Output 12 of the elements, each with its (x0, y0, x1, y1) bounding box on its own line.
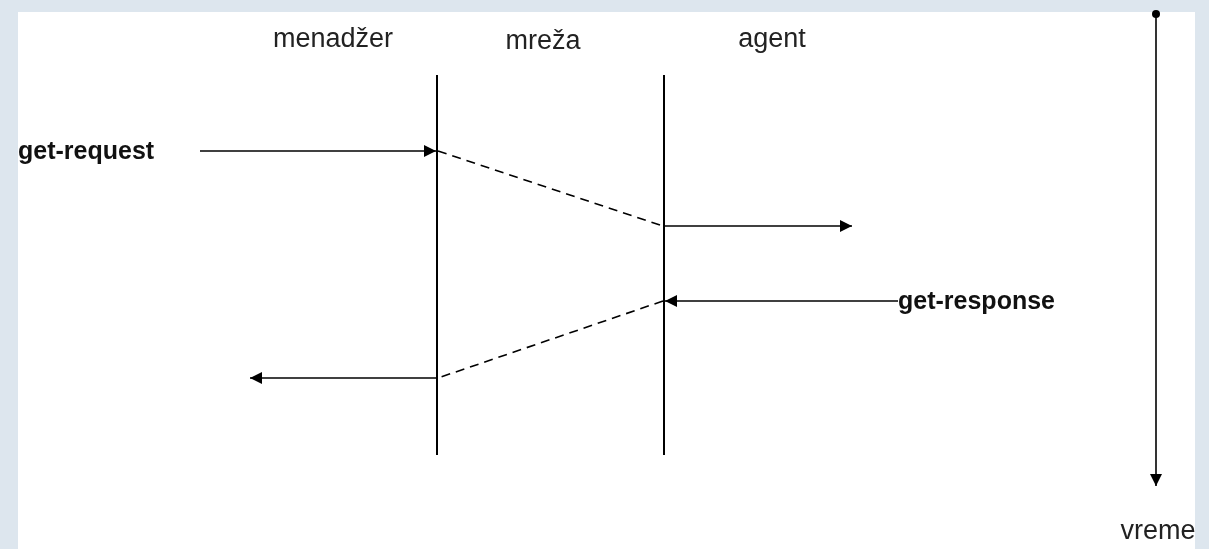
arrow (199, 145, 437, 157)
message-label: get-response (898, 285, 1055, 317)
arrow (664, 295, 899, 307)
column-heading: mreža (505, 24, 581, 57)
axis-label: vreme (1120, 514, 1196, 547)
column-heading: menadžer (272, 22, 394, 55)
arrow (249, 372, 437, 384)
lifeline (663, 75, 665, 455)
arrow (664, 220, 853, 232)
lifeline (436, 75, 438, 455)
message-label: get-request (18, 135, 155, 167)
column-heading: agent (738, 22, 806, 55)
